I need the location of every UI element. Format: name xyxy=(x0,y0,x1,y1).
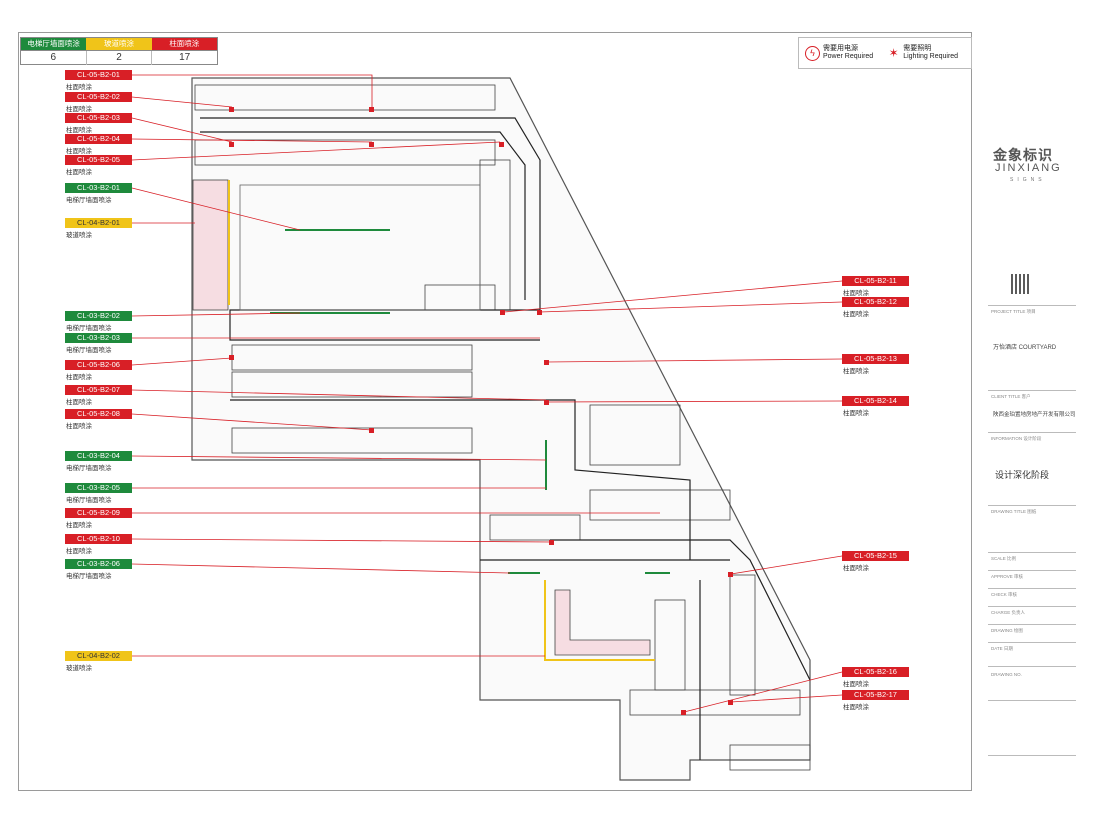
callout-description: 柱面喷涂 xyxy=(843,311,869,318)
legend-count-ramp: 2 xyxy=(87,51,153,65)
charge-label: CHARGE 负责人 xyxy=(991,610,1026,615)
power-label-en: Power Required xyxy=(823,53,874,60)
callout-tag: CL-03-B2-04 xyxy=(65,451,132,461)
legend-header-column: 柱面喷涂 xyxy=(151,38,217,50)
parking-stalls xyxy=(194,84,811,771)
callout-tag: CL-05-B2-05 xyxy=(65,155,132,165)
callout-tag: CL-04-B2-01 xyxy=(65,218,132,228)
callout-tag: CL-05-B2-08 xyxy=(65,409,132,419)
callout-tag: CL-05-B2-04 xyxy=(65,134,132,144)
callout-tag: CL-05-B2-12 xyxy=(842,297,909,307)
callout-description: 柱面喷涂 xyxy=(843,704,869,711)
drawn-label: DRAWING 绘图 xyxy=(991,628,1023,633)
callout-tag: CL-05-B2-14 xyxy=(842,396,909,406)
drawing-number-label: DRAWING NO. xyxy=(991,672,1022,677)
callout-description: 柱面喷涂 xyxy=(843,410,869,417)
client-name: 陕西金珀置地房地产开发有限公司 xyxy=(993,412,1076,418)
callout-tag: CL-05-B2-02 xyxy=(65,92,132,102)
requirements-box: ϟ 需要用电源 Power Required ✶ 需要照明 Lighting R… xyxy=(798,37,972,69)
callout-description: 柱面喷涂 xyxy=(66,548,92,555)
info-label: INFORMATION 设计阶段 xyxy=(991,436,1042,441)
callout-description: 玻道喷涂 xyxy=(66,665,92,672)
callout-description: 柱面喷涂 xyxy=(66,423,92,430)
callout-tag: CL-05-B2-15 xyxy=(842,551,909,561)
legend-table: 电梯厅墙面喷涂 玻道喷涂 柱面喷涂 6 2 17 xyxy=(20,37,218,65)
client-label: CLIENT TITLE 客户 xyxy=(991,394,1031,399)
callout-tag: CL-05-B2-10 xyxy=(65,534,132,544)
design-stage: 设计深化阶段 xyxy=(995,470,1050,480)
callout-tag: CL-03-B2-01 xyxy=(65,183,132,193)
callout-tag: CL-05-B2-17 xyxy=(842,690,909,700)
callout-description: 柱面喷涂 xyxy=(66,522,92,529)
column-markers xyxy=(229,107,733,715)
project-name: 万怡酒店 COURTYARD xyxy=(993,345,1057,351)
company-logo-cn: 金象标识 xyxy=(993,147,1053,163)
callout-description: 柱面喷涂 xyxy=(843,290,869,297)
power-label-cn: 需要用电源 xyxy=(823,45,858,52)
ramp-1 xyxy=(192,179,229,311)
callout-description: 柱面喷涂 xyxy=(66,148,92,155)
callout-description: 电梯厅墙面喷涂 xyxy=(66,197,112,204)
callout-description: 电梯厅墙面喷涂 xyxy=(66,573,112,580)
callout-tag: CL-05-B2-11 xyxy=(842,276,909,286)
callout-description: 玻道喷涂 xyxy=(66,232,92,239)
ramp-2 xyxy=(554,589,651,656)
company-logo-en: JINXIANG xyxy=(995,162,1062,174)
callout-tag: CL-03-B2-06 xyxy=(65,559,132,569)
callout-tag: CL-05-B2-07 xyxy=(65,385,132,395)
building-outline xyxy=(191,77,811,781)
approve-label: APPROVE 审核 xyxy=(991,574,1024,579)
callout-description: 柱面喷涂 xyxy=(843,368,869,375)
driveway xyxy=(200,117,811,760)
leader-lines xyxy=(131,74,843,713)
scale-label: SCALE 比例 xyxy=(991,556,1017,561)
callout-description: 柱面喷涂 xyxy=(843,565,869,572)
light-label-cn: 需要照明 xyxy=(903,45,932,52)
company-logo-signs: SIGNS xyxy=(1010,177,1046,183)
power-icon: ϟ xyxy=(805,45,820,61)
core-area xyxy=(239,184,481,311)
lighting-icon: ✶ xyxy=(888,45,899,60)
legend-count-column: 17 xyxy=(179,52,191,63)
callout-description: 柱面喷涂 xyxy=(66,399,92,406)
date-label: DATE 日期 xyxy=(991,646,1013,651)
callout-description: 柱面喷涂 xyxy=(66,169,92,176)
callout-description: 柱面喷涂 xyxy=(66,127,92,134)
callout-tag: CL-05-B2-09 xyxy=(65,508,132,518)
qr-code xyxy=(1011,274,1031,294)
check-label: CHECK 审核 xyxy=(991,592,1018,597)
callout-tag: CL-03-B2-05 xyxy=(65,483,132,493)
callout-description: 电梯厅墙面喷涂 xyxy=(66,465,112,472)
callout-tag: CL-03-B2-02 xyxy=(65,311,132,321)
callout-tag: CL-05-B2-01 xyxy=(65,70,132,80)
callout-description: 电梯厅墙面喷涂 xyxy=(66,347,112,354)
callout-description: 柱面喷涂 xyxy=(66,106,92,113)
legend-header-ramp: 玻道喷涂 xyxy=(86,38,152,50)
legend-header-elevator: 电梯厅墙面喷涂 xyxy=(21,38,87,50)
callout-tag: CL-05-B2-13 xyxy=(842,354,909,364)
callout-tag: CL-05-B2-03 xyxy=(65,113,132,123)
callout-tag: CL-05-B2-06 xyxy=(65,360,132,370)
callout-description: 电梯厅墙面喷涂 xyxy=(66,497,112,504)
callout-description: 电梯厅墙面喷涂 xyxy=(66,325,112,332)
light-label-en: Lighting Required xyxy=(903,53,959,60)
callout-tag: CL-03-B2-03 xyxy=(65,333,132,343)
legend-count-elevator: 6 xyxy=(21,51,87,65)
callout-description: 柱面喷涂 xyxy=(66,374,92,381)
callout-tag: CL-05-B2-16 xyxy=(842,667,909,677)
project-title-label: PROJECT TITLE 项目 xyxy=(991,309,1036,314)
callout-description: 柱面喷涂 xyxy=(843,681,869,688)
callout-description: 柱面喷涂 xyxy=(66,84,92,91)
callout-tag: CL-04-B2-02 xyxy=(65,651,132,661)
drawing-title-label: DRAWING TITLE 图纸 xyxy=(991,509,1037,514)
